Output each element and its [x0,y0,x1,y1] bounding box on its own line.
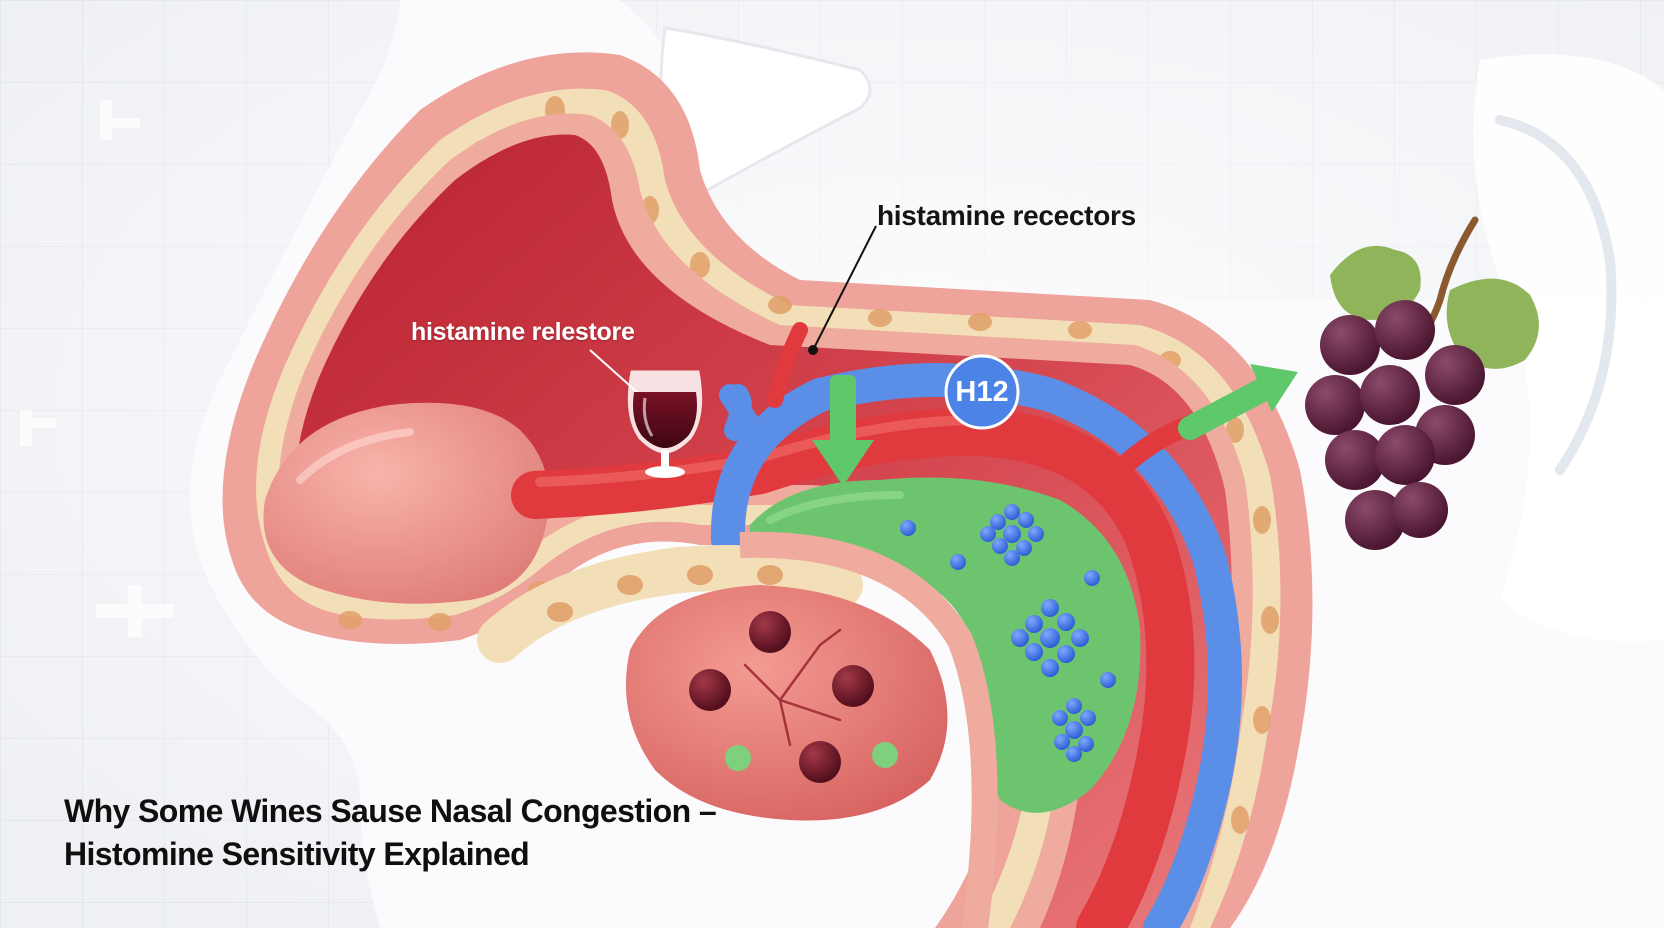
page-title: Why Some Wines Sause Nasal Congestion – … [64,790,717,876]
label-histamine-receptors: histamine recectors [877,200,1136,231]
title-line-2: Histomine Sensitivity Explained [64,836,530,872]
title-line-1: Why Some Wines Sause Nasal Congestion – [64,793,717,829]
wine-glass-icon [627,370,703,478]
label-histamine-release: histamine relestore [411,318,635,346]
h12-receptor-badge [944,354,1020,430]
h12-badge-label: H12 [955,376,1009,408]
arrow-up-right-icon [1178,364,1298,440]
histamine-granules [900,504,1116,762]
grape-cluster-icon [1305,216,1539,550]
arrow-down-icon [812,375,874,486]
